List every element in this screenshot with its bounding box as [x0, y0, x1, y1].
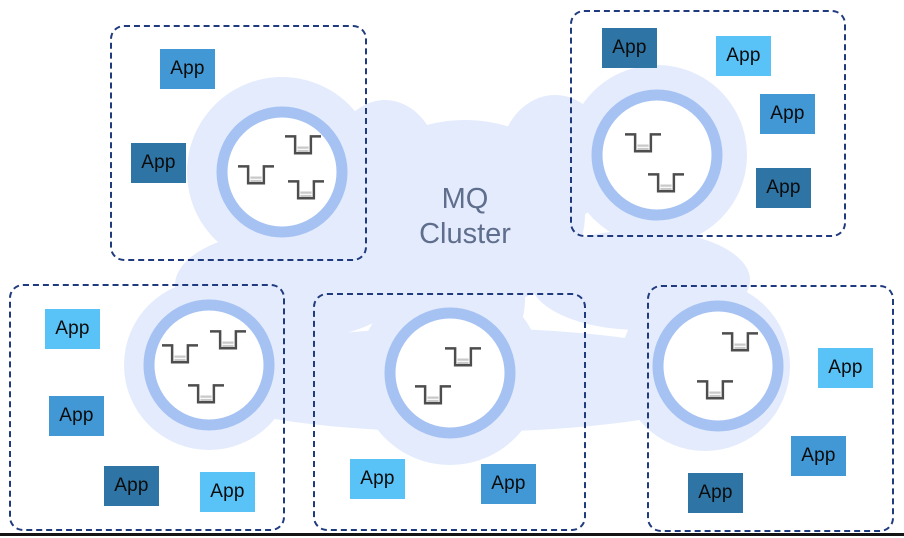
zone-bottom-right [647, 285, 894, 532]
cluster-label-line2: Cluster [419, 218, 511, 250]
queue-icon [162, 344, 198, 364]
zone-bottom-middle [313, 293, 586, 531]
bottom-border [0, 533, 904, 536]
app-node: App [131, 143, 186, 183]
cluster-label: MQ Cluster [385, 182, 545, 252]
zone-top-left [110, 25, 367, 261]
queue-icon [697, 380, 733, 400]
queue-icon [648, 173, 684, 193]
queue-manager-bottom-right [652, 300, 784, 432]
queue-icon [625, 133, 661, 153]
app-node: App [716, 36, 771, 76]
app-node: App [481, 464, 536, 504]
cluster-label-line1: MQ [441, 183, 489, 215]
queue-icon [210, 330, 246, 350]
queue-icon [188, 384, 224, 404]
app-node: App [760, 94, 815, 134]
zone-bottom-left [9, 284, 285, 531]
zone-top-right [570, 10, 846, 237]
app-node: App [791, 436, 846, 476]
queue-manager-bottom-left [143, 299, 275, 431]
queue-icon [238, 165, 274, 185]
app-node: App [688, 473, 743, 513]
app-node: App [756, 168, 811, 208]
queue-icon [722, 332, 758, 352]
queue-manager-top-left [216, 106, 348, 238]
app-node: App [160, 49, 215, 89]
queue-manager-bottom-middle [384, 307, 516, 439]
queue-manager-top-right [591, 89, 723, 221]
app-node: App [104, 466, 159, 506]
queue-icon [445, 347, 481, 367]
queue-icon [415, 385, 451, 405]
app-node: App [200, 472, 255, 512]
app-node: App [818, 348, 873, 388]
queue-icon [288, 180, 324, 200]
app-node: App [602, 28, 657, 68]
queue-icon [285, 135, 321, 155]
app-node: App [45, 309, 100, 349]
app-node: App [49, 396, 104, 436]
app-node: App [350, 459, 405, 499]
